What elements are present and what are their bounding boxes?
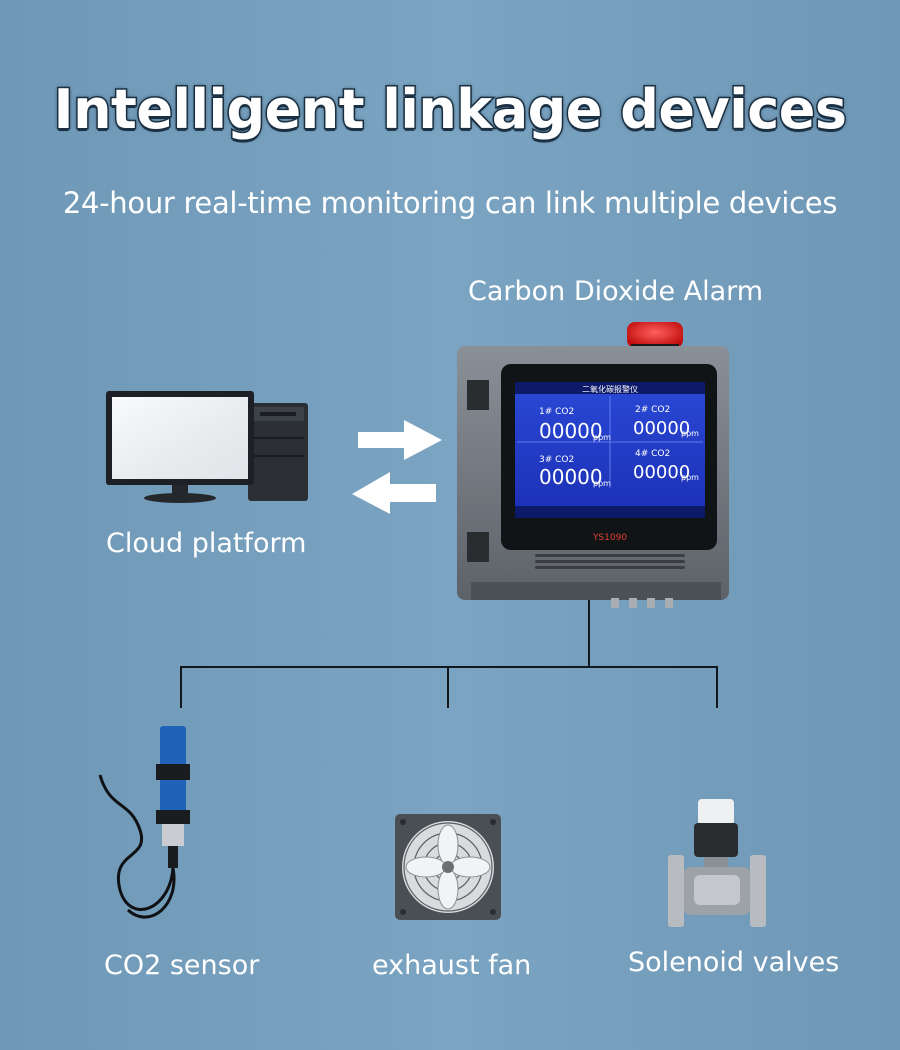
channel-2-value: 00000	[633, 418, 690, 439]
channel-1-unit: ppm	[593, 433, 611, 442]
screen-title: 二氧化碳报警仪	[582, 384, 638, 394]
solenoid-valves-label: Solenoid valves	[628, 947, 840, 978]
page-subtitle: 24-hour real-time monitoring can link mu…	[62, 186, 838, 220]
exhaust-fan-icon	[395, 814, 501, 920]
connector-drop-sensor	[180, 666, 182, 708]
co2-sensor-icon	[98, 726, 190, 919]
co2-sensor-label: CO2 sensor	[104, 950, 260, 981]
page-title: Intelligent linkage devices	[52, 77, 849, 143]
model-label: YS1090	[592, 533, 627, 543]
channel-3-value: 00000	[539, 465, 603, 489]
channel-3-name: 3# CO2	[539, 455, 574, 465]
alarm-label: Carbon Dioxide Alarm	[468, 276, 764, 307]
arrow-right-icon	[358, 420, 442, 460]
exhaust-fan-label: exhaust fan	[372, 950, 532, 981]
channel-1-value: 00000	[539, 419, 603, 443]
channel-4-value: 00000	[633, 462, 690, 483]
co2-alarm-device: 二氧化碳报警仪 1# CO2 00000 ppm 2# CO2 00000 pp…	[457, 322, 729, 608]
channel-3-unit: ppm	[593, 479, 611, 488]
channel-1-name: 1# CO2	[539, 407, 574, 417]
connector-line-vertical	[588, 600, 590, 668]
computer-icon	[106, 391, 308, 503]
channel-4-name: 4# CO2	[635, 449, 670, 459]
channel-2-name: 2# CO2	[635, 405, 670, 415]
connector-line-horizontal	[180, 666, 718, 668]
channel-4-unit: ppm	[681, 473, 699, 482]
connector-drop-valve	[716, 666, 718, 708]
channel-2-unit: ppm	[681, 429, 699, 438]
arrow-left-icon	[352, 472, 436, 514]
cloud-platform-label: Cloud platform	[106, 528, 307, 559]
connector-drop-fan	[447, 666, 449, 708]
solenoid-valve-icon	[668, 799, 766, 927]
